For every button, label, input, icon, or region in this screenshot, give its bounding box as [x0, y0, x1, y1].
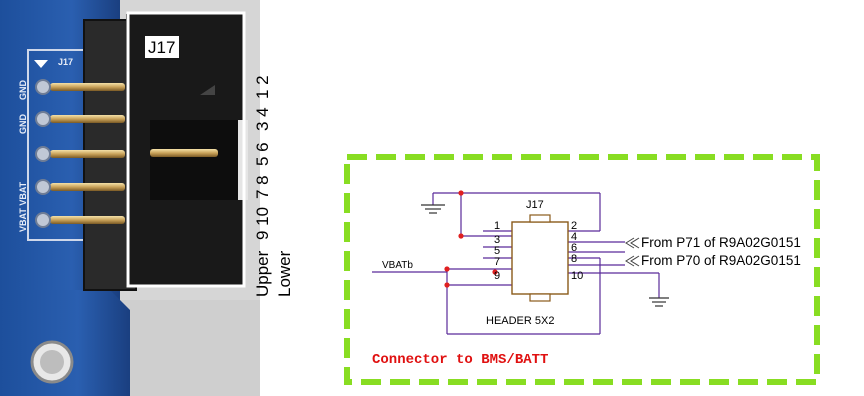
connector-label-bg	[145, 36, 179, 58]
pin-4: 4	[571, 231, 577, 243]
header-body	[511, 221, 569, 295]
note-p70: From P70 of R9A02G0151	[641, 253, 801, 268]
silk-gnd-2: GND	[18, 114, 28, 135]
silk-triangle-icon	[34, 60, 48, 68]
pin-pair-9-10: 9 10	[253, 206, 272, 240]
offpage-arrow-icon	[625, 237, 640, 267]
pin-pair-1-2: 1 2	[253, 75, 272, 99]
pin-pair-3-4: 3 4	[253, 107, 272, 131]
net-vbat: VBATb	[382, 260, 413, 271]
silk-gnd-1: GND	[18, 80, 28, 101]
junction-dots	[444, 190, 498, 288]
pin-8: 8	[571, 253, 577, 265]
part-ref: J17	[526, 199, 544, 211]
part-name: HEADER 5X2	[486, 315, 554, 327]
pin-9: 9	[494, 270, 500, 282]
silk-vbat: VBAT VBAT	[18, 181, 28, 232]
connector-label: J17	[148, 38, 175, 57]
pin-10: 10	[571, 270, 583, 282]
pin-3: 3	[494, 234, 500, 246]
note-p71: From P71 of R9A02G0151	[641, 235, 801, 250]
connector-photo: GND GND VBAT VBAT J17 J17	[0, 0, 260, 396]
caption: Connector to BMS/BATT	[372, 352, 548, 368]
pin1-marker-icon	[200, 85, 215, 95]
pin-pair-7-8: 7 8	[253, 175, 272, 199]
schematic: J17 1 3 5 7 9 2 4 6 8 10 VBATb From P71 …	[344, 154, 820, 385]
pin-2: 2	[571, 220, 577, 232]
header-pins	[50, 83, 218, 224]
pin-1: 1	[494, 220, 500, 232]
row-label-lower: Lower	[275, 250, 294, 297]
pin-7: 7	[494, 256, 500, 268]
pin-5: 5	[494, 245, 500, 257]
highlight-box	[126, 11, 246, 288]
silk-ref: J17	[58, 57, 73, 67]
ground-icon-2	[649, 297, 669, 307]
row-label-upper: Upper	[253, 250, 272, 297]
pin-6: 6	[571, 242, 577, 254]
dashed-border	[344, 154, 820, 385]
pin-pair-5-6: 5 6	[253, 142, 272, 166]
ground-icon	[421, 204, 445, 214]
